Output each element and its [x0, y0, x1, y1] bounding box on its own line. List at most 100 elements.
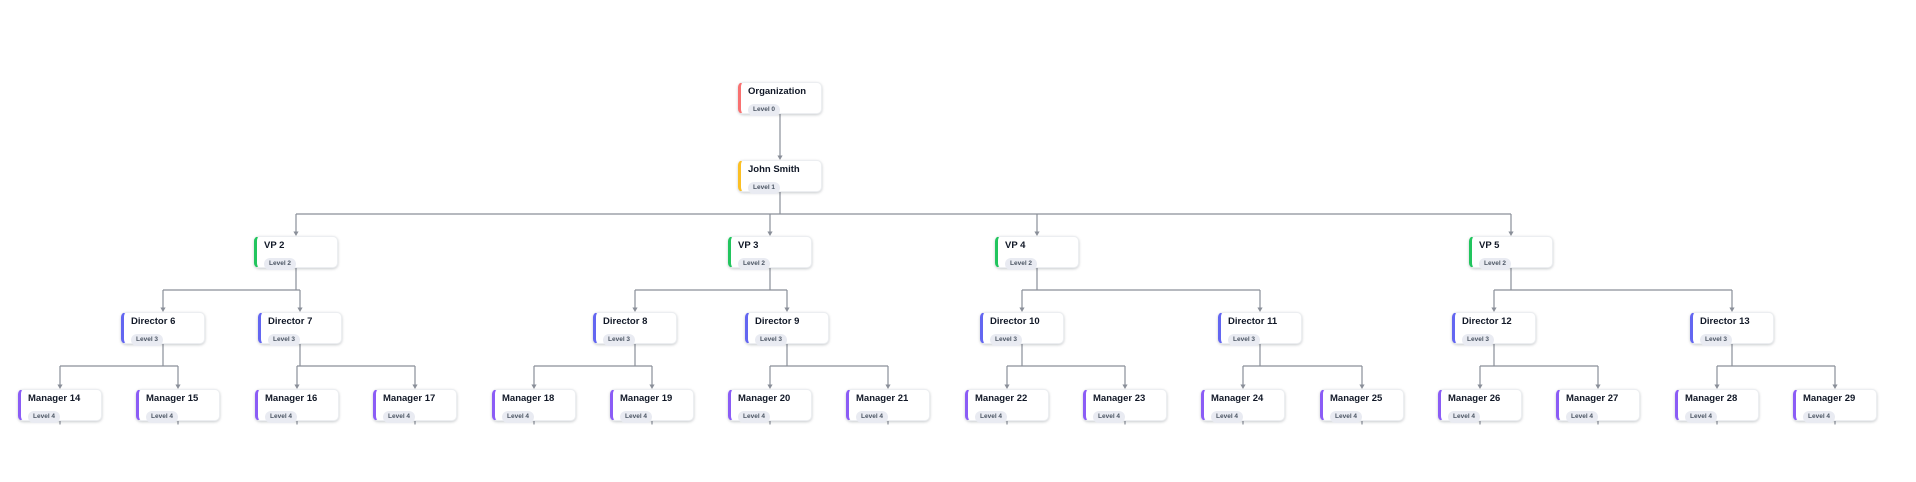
node-card-m22[interactable]: Manager 22 Level 4: [965, 389, 1049, 423]
connector-lines: [59, 114, 1836, 425]
node-card-m23[interactable]: Manager 23 Level 4: [1083, 389, 1167, 423]
node-name: Manager 23: [1093, 394, 1146, 404]
node-card-d8[interactable]: Director 8 Level 3: [593, 312, 677, 346]
node-name: Manager 28: [1685, 394, 1738, 404]
node-level-badge: Level 2: [1005, 258, 1038, 270]
connector-arrowhead: [1359, 384, 1365, 389]
node-name: VP 5: [1479, 241, 1500, 251]
node-level-badge: Level 4: [975, 411, 1008, 423]
connector-arrowhead: [767, 231, 773, 236]
node-card-m17[interactable]: Manager 17 Level 4: [373, 389, 457, 423]
node-level-badge: Level 4: [146, 411, 179, 423]
node-card-m24[interactable]: Manager 24 Level 4: [1201, 389, 1285, 423]
connector-arrowhead: [412, 384, 418, 389]
node-name: Manager 24: [1211, 394, 1264, 404]
connector-arrowhead: [294, 384, 300, 389]
connector-arrowhead: [1122, 384, 1128, 389]
node-name: Director 10: [990, 317, 1040, 327]
node-level-badge: Level 4: [1093, 411, 1126, 423]
connector-arrowhead: [885, 384, 891, 389]
connector-arrowhead: [632, 307, 638, 312]
node-level-badge: Level 4: [383, 411, 416, 423]
node-level-badge: Level 3: [1462, 334, 1495, 346]
connector-arrowhead: [160, 307, 166, 312]
node-card-m15[interactable]: Manager 15 Level 4: [136, 389, 220, 423]
node-name: VP 2: [264, 241, 285, 251]
node-level-badge: Level 4: [1566, 411, 1599, 423]
node-name: Director 13: [1700, 317, 1750, 327]
node-level-badge: Level 3: [755, 334, 788, 346]
connector-arrowhead: [1595, 384, 1601, 389]
node-name: Director 9: [755, 317, 800, 327]
node-level-badge: Level 4: [28, 411, 61, 423]
connector-arrowhead: [1714, 384, 1720, 389]
node-name: Manager 17: [383, 394, 436, 404]
connector-arrowhead: [57, 384, 63, 389]
node-level-badge: Level 4: [856, 411, 889, 423]
connector-arrowhead: [1004, 384, 1010, 389]
connector-arrowhead: [777, 155, 783, 160]
connector-arrowhead: [1477, 384, 1483, 389]
connector-arrowhead: [1257, 307, 1263, 312]
connector-arrowhead: [767, 384, 773, 389]
node-level-badge: Level 1: [748, 182, 781, 194]
connector-arrowhead: [293, 231, 299, 236]
node-card-d9[interactable]: Director 9 Level 3: [745, 312, 829, 346]
connector-arrowhead: [175, 384, 181, 389]
node-card-m28[interactable]: Manager 28 Level 4: [1675, 389, 1759, 423]
node-level-badge: Level 2: [264, 258, 297, 270]
node-level-badge: Level 0: [748, 104, 781, 116]
connector-arrowhead: [1729, 307, 1735, 312]
connector-arrowhead: [1508, 231, 1514, 236]
node-name: Director 12: [1462, 317, 1512, 327]
node-name: Director 8: [603, 317, 648, 327]
node-level-badge: Level 2: [738, 258, 771, 270]
node-name: Organization: [748, 87, 807, 97]
node-card-vp2[interactable]: VP 2 Level 2: [254, 236, 338, 270]
node-card-vp3[interactable]: VP 3 Level 2: [728, 236, 812, 270]
node-level-badge: Level 4: [1211, 411, 1244, 423]
node-name: Manager 29: [1803, 394, 1856, 404]
node-card-m29[interactable]: Manager 29 Level 4: [1793, 389, 1877, 423]
node-level-badge: Level 3: [131, 334, 164, 346]
connector-arrowhead: [1240, 384, 1246, 389]
node-name: Manager 15: [146, 394, 199, 404]
node-name: Manager 18: [502, 394, 555, 404]
node-name: VP 3: [738, 241, 759, 251]
node-name: Manager 20: [738, 394, 791, 404]
node-name: Director 6: [131, 317, 176, 327]
node-level-badge: Level 4: [1685, 411, 1718, 423]
node-level-badge: Level 4: [1448, 411, 1481, 423]
node-name: Manager 22: [975, 394, 1028, 404]
node-level-badge: Level 4: [265, 411, 298, 423]
node-card-d6[interactable]: Director 6 Level 3: [121, 312, 205, 346]
node-name: Director 11: [1228, 317, 1278, 327]
node-card-d12[interactable]: Director 12 Level 3: [1452, 312, 1536, 346]
connector-arrowhead: [649, 384, 655, 389]
node-name: VP 4: [1005, 241, 1026, 251]
node-level-badge: Level 4: [1330, 411, 1363, 423]
node-level-badge: Level 4: [1803, 411, 1836, 423]
node-level-badge: Level 3: [603, 334, 636, 346]
node-card-vp4[interactable]: VP 4 Level 2: [995, 236, 1079, 270]
connector-arrowhead: [1832, 384, 1838, 389]
connector-arrowhead: [1034, 231, 1040, 236]
